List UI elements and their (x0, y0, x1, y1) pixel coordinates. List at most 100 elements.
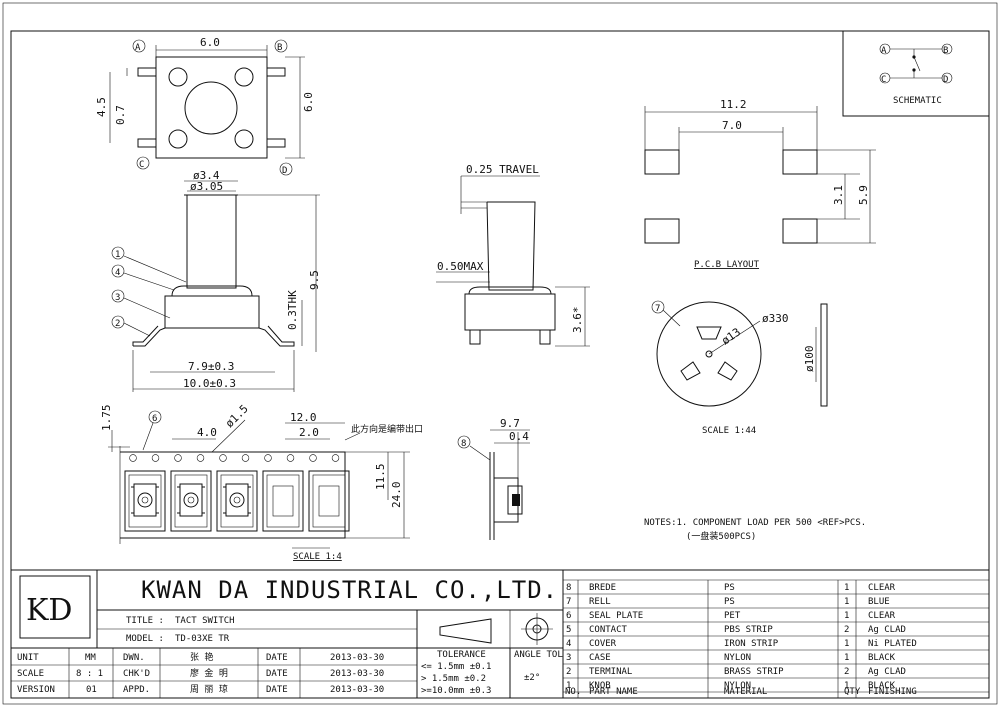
chkd-value: 廖 金 明 (190, 667, 228, 679)
top-view: 6.0 6.0 4.5 0.7 A B C D (95, 36, 315, 176)
sprocket-hole (174, 454, 182, 462)
bom-qty: 1 (844, 681, 849, 691)
bom-qty: 1 (844, 611, 849, 621)
bom-finish: Ag CLAD (868, 625, 906, 635)
reel-view: ø330 ø13 7 ø100 SCALE 1:44 (651, 300, 828, 436)
bom-qty: 1 (844, 583, 849, 593)
bom-finish: BLUE (868, 597, 890, 607)
callout-6: 6 (152, 414, 157, 424)
max-label: 0.50MAX (437, 260, 484, 273)
bom-part: TERMINAL (589, 667, 632, 677)
svg-text:DATE: DATE (266, 653, 288, 663)
bom-qty: 2 (844, 667, 849, 677)
tolerance-1: <= 1.5mm ±0.1 (421, 662, 491, 672)
callout-1: 1 (115, 250, 120, 260)
sprocket-hole (241, 454, 250, 462)
callout-4: 4 (115, 268, 120, 278)
schematic: A B C D SCHEMATIC (842, 30, 990, 117)
svg-text:DWN.: DWN. (123, 653, 145, 663)
bom-header-part: PART NAME (589, 687, 638, 697)
svg-text:C: C (881, 75, 886, 85)
bom-no: 6 (566, 611, 571, 621)
carrier-04: 0.4 (509, 430, 529, 443)
reel-dia-13: ø13 (719, 325, 743, 347)
callout-3: 3 (115, 293, 120, 303)
svg-text:A: A (881, 46, 887, 56)
pin-label-b: B (277, 43, 282, 53)
bom-material: PS (724, 583, 735, 593)
bom-no: 3 (566, 653, 571, 663)
inner-border (10, 30, 990, 699)
tape-pocket (170, 470, 212, 532)
bom-qty: 1 (844, 639, 849, 649)
notes-line1: NOTES:1. COMPONENT LOAD PER 500 <REF>PCS… (644, 518, 866, 528)
tape-40: 4.0 (197, 426, 217, 439)
sprocket-hole (129, 454, 137, 462)
bom-finish: BLACK (868, 681, 896, 691)
bom-material: IRON STRIP (724, 639, 779, 649)
pcb-width-2: 7.0 (722, 119, 742, 132)
sprocket-hole (331, 454, 340, 462)
sprocket-hole (196, 454, 205, 462)
svg-text:D: D (943, 75, 948, 85)
model-value: TD-03XE TR (175, 634, 230, 644)
bom-material: PBS STRIP (724, 625, 773, 635)
tolerance-3: >=10.0mm ±0.3 (421, 686, 491, 696)
travel-view: 0.25 TRAVEL 0.50MAX 3.6* (436, 163, 590, 347)
bom-header-no: NO. (565, 687, 581, 697)
bom-material: BRASS STRIP (724, 667, 784, 677)
bom-part: KNOB (589, 681, 611, 691)
bom-qty: 2 (844, 625, 849, 635)
bom-material: PS (724, 597, 735, 607)
appd-value: 周 丽 琼 (190, 683, 228, 695)
svg-text:TOLERANCE: TOLERANCE (437, 650, 486, 660)
tape-115: 11.5 (374, 464, 387, 491)
tape-pocket (262, 470, 304, 532)
bom-no: 4 (566, 639, 571, 649)
bom-finish: Ni PLATED (868, 639, 917, 649)
bom-no: 8 (566, 583, 571, 593)
notes-line2: (一盘装500PCS) (686, 530, 756, 542)
side-view: ø3.4 ø3.05 9.5 0.3THK 7.9±0.3 10.0±0.3 1… (111, 169, 321, 392)
svg-text:VERSION: VERSION (17, 685, 55, 695)
svg-text:ANGLE TOL: ANGLE TOL (514, 650, 563, 660)
tape-pocket (216, 470, 258, 532)
tape-20: 2.0 (299, 426, 319, 439)
scale-value: 8 : 1 (76, 669, 103, 679)
sprocket-hole (286, 454, 295, 462)
bom-qty: 1 (844, 597, 849, 607)
tolerance-2: > 1.5mm ±0.2 (421, 674, 486, 684)
svg-text:DATE: DATE (266, 669, 288, 679)
unit-value: MM (85, 653, 96, 663)
side-view-dia2: ø3.05 (190, 180, 223, 193)
tape-120: 12.0 (290, 411, 317, 424)
title-value: TACT SWITCH (175, 616, 235, 626)
pin-label-a: A (135, 43, 141, 53)
callout-2: 2 (115, 319, 120, 329)
carrier-97: 9.7 (500, 417, 520, 430)
bom-no: 1 (566, 681, 571, 691)
svg-text:MODEL :: MODEL : (126, 634, 164, 644)
reel-scale: SCALE 1:44 (702, 426, 756, 436)
tape-pocket (124, 470, 166, 532)
reel-dia-330: ø330 (762, 312, 789, 325)
bom-finish: CLEAR (868, 583, 896, 593)
company-logo: KD (26, 593, 72, 628)
pcb-height-2: 5.9 (857, 185, 870, 205)
svg-text:SCALE: SCALE (17, 669, 44, 679)
svg-text:DATE: DATE (266, 685, 288, 695)
bom-part: CASE (589, 653, 611, 663)
bom-no: 7 (566, 597, 571, 607)
side-view-w2: 10.0±0.3 (183, 377, 236, 390)
svg-text:B: B (943, 46, 948, 56)
height-36: 3.6* (571, 307, 584, 334)
date-2: 2013-03-30 (330, 669, 384, 679)
bom-material: PET (724, 611, 741, 621)
sprocket-hole (219, 454, 227, 462)
